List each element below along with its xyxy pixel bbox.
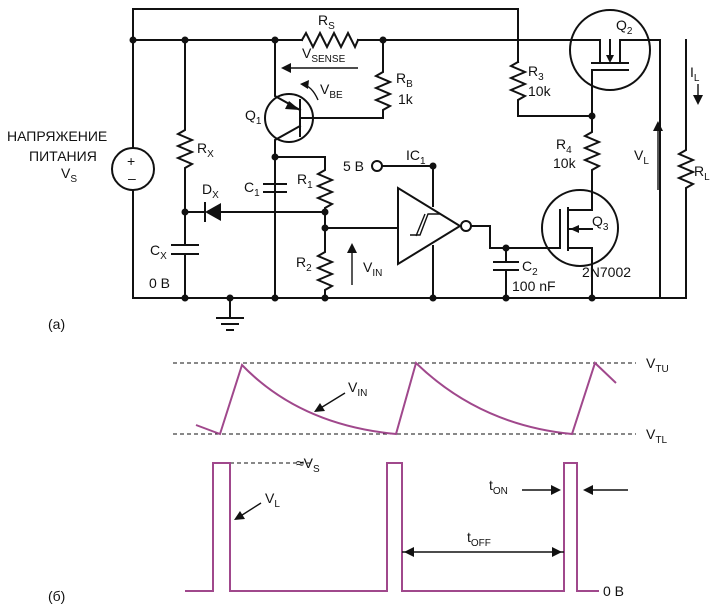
schematic — [111, 8, 703, 331]
c1-label: C1 — [244, 179, 260, 199]
rb-value: 1k — [398, 91, 414, 107]
supply-label-line2: ПИТАНИЯ — [29, 148, 97, 164]
q2-label: Q2 — [616, 17, 633, 37]
vtl-label: VTL — [646, 426, 667, 446]
r2-label: R2 — [296, 254, 312, 274]
vin-waveform — [195, 361, 617, 436]
schematic-labels: НАПРЯЖЕНИЕ ПИТАНИЯ VS + – RS VSENSE RB 1… — [7, 12, 710, 332]
five-volt-label: 5 B — [343, 158, 364, 174]
ton-label: tON — [489, 477, 508, 497]
vin-label: VIN — [363, 259, 382, 279]
plus-sign: + — [127, 153, 135, 169]
rs-label: RS — [318, 12, 335, 32]
ground-label: 0 B — [149, 275, 170, 291]
vl-waveform-label: VL — [265, 490, 280, 510]
vsense-label: VSENSE — [302, 45, 346, 65]
ic1-label: IC1 — [406, 147, 426, 167]
vbe-label: VBE — [320, 81, 343, 101]
vin-waveform-label: VIN — [348, 379, 367, 399]
q3-label: Q3 — [592, 213, 609, 233]
vtu-label: VTU — [646, 355, 669, 375]
waveforms — [173, 361, 636, 592]
q1-label: Q1 — [245, 107, 262, 127]
rl-label: RL — [694, 163, 710, 183]
toff-label: tOFF — [467, 529, 491, 549]
q3-part-label: 2N7002 — [582, 264, 631, 280]
il-label: IL — [690, 64, 700, 84]
vl-waveform — [185, 462, 599, 592]
r3-label: R3 — [528, 63, 544, 83]
minus-sign: – — [128, 170, 136, 186]
r3-value: 10k — [528, 83, 552, 99]
rx-label: RX — [197, 140, 214, 160]
zero-volt-label: 0 B — [603, 583, 624, 599]
waveform-labels: VTU VTL VIN ≈VS VL tON tOFF 0 B (б) — [48, 355, 669, 604]
vl-label: VL — [634, 147, 649, 167]
cx-label: CX — [150, 242, 167, 262]
panel-b-label: (б) — [48, 588, 65, 604]
r4-value: 10k — [553, 155, 577, 171]
r1-label: R1 — [297, 171, 313, 191]
rb-label: RB — [396, 70, 413, 90]
supply-vs-label: VS — [61, 165, 77, 185]
dx-label: DX — [202, 181, 219, 201]
supply-label-line1: НАПРЯЖЕНИЕ — [7, 128, 107, 144]
c2-label: C2 — [522, 258, 538, 278]
panel-a-label: (a) — [48, 316, 65, 332]
c2-value: 100 nF — [512, 278, 556, 294]
approx-vs-label: ≈VS — [296, 455, 320, 475]
r4-label: R4 — [556, 136, 572, 156]
